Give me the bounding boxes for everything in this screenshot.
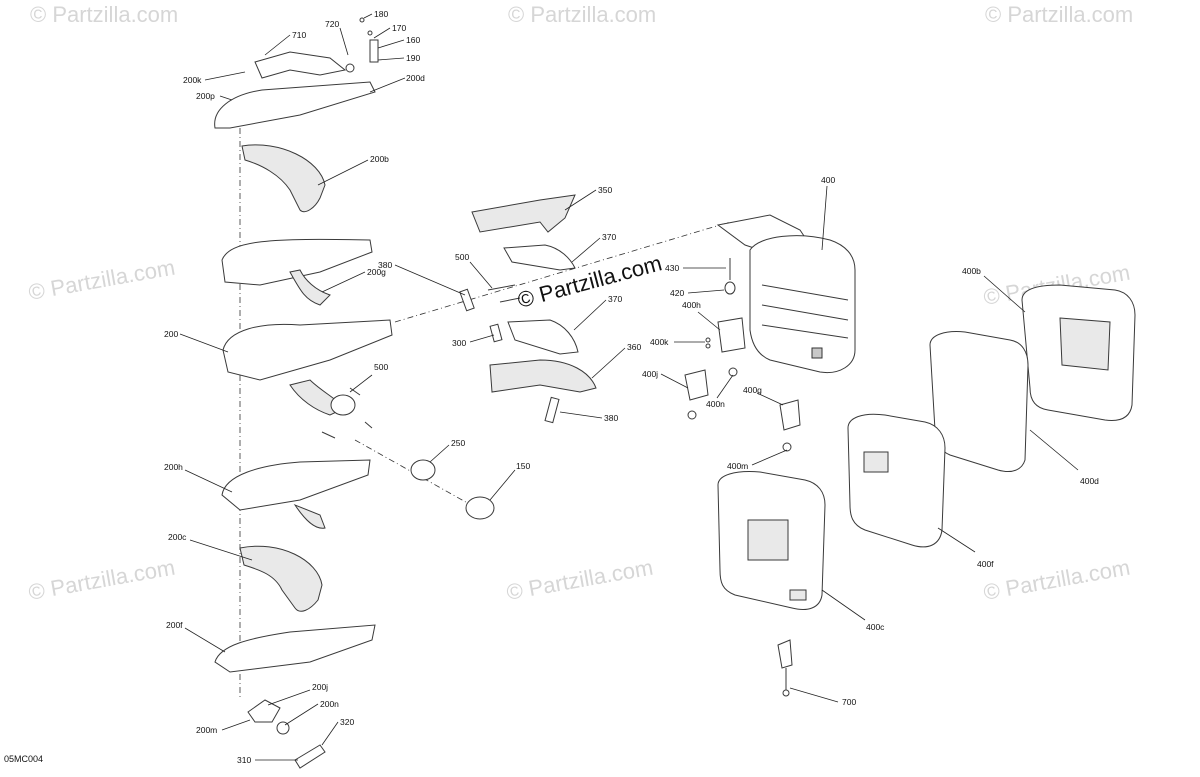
heat-shield-200c: [239, 545, 323, 612]
callout-200c: 200c: [168, 532, 187, 542]
callout-370-mid: 370: [608, 294, 622, 304]
callout-200f: 200f: [166, 620, 183, 630]
callout-200k: 200k: [183, 75, 202, 85]
heat-shield-200g: [221, 238, 373, 306]
bracket-assembly-top: [254, 17, 379, 79]
watermark: © Partzilla.com: [982, 555, 1132, 605]
callout-360: 360: [627, 342, 641, 352]
gasket-150: [465, 496, 495, 520]
callout-710: 710: [292, 30, 306, 40]
callout-320: 320: [340, 717, 354, 727]
callout-200h: 200h: [164, 462, 183, 472]
callout-190: 190: [406, 53, 420, 63]
muffler-200: [222, 319, 393, 439]
callout-200j: 200j: [312, 682, 328, 692]
callout-300: 300: [452, 338, 466, 348]
bracket-400g: [779, 399, 801, 452]
heat-shield-200f: [214, 624, 376, 673]
watermark: © Partzilla.com: [27, 555, 177, 605]
heat-shield-400b: [1021, 284, 1136, 421]
heat-shield-200h: [221, 459, 371, 529]
callouts: 180 720 170 160 190 710 200k 200p 200d 2…: [164, 9, 1099, 765]
callout-500-center: 500: [455, 252, 469, 262]
pipe-370-mid: [507, 319, 579, 355]
callout-200g: 200g: [367, 267, 386, 277]
heat-shield-200d: [214, 81, 376, 129]
callout-420: 420: [670, 288, 684, 298]
callout-200p: 200p: [196, 91, 215, 101]
callout-400b: 400b: [962, 266, 981, 276]
callout-150: 150: [516, 461, 530, 471]
callout-400c: 400c: [866, 622, 885, 632]
watermarks: © Partzilla.com © Partzilla.com © Partzi…: [27, 2, 1134, 605]
callout-170: 170: [392, 23, 406, 33]
callout-400: 400: [821, 175, 835, 185]
silencer-400: [716, 214, 856, 374]
callout-500: 500: [374, 362, 388, 372]
callout-400m: 400m: [727, 461, 748, 471]
grommet-420: [724, 281, 736, 295]
bracket-200j: [247, 699, 326, 769]
watermark: © Partzilla.com: [30, 2, 178, 27]
diagram-code: 05MC004: [4, 754, 43, 764]
clamp-250: [410, 459, 436, 481]
bracket-400j: [684, 369, 709, 420]
callout-370: 370: [602, 232, 616, 242]
callout-400n: 400n: [706, 399, 725, 409]
callout-380-lower: 380: [604, 413, 618, 423]
callout-160: 160: [406, 35, 420, 45]
callout-200d: 200d: [406, 73, 425, 83]
callout-400d: 400d: [1080, 476, 1099, 486]
watermark: © Partzilla.com: [985, 2, 1133, 27]
callout-350: 350: [598, 185, 612, 195]
sensor-700: [777, 639, 793, 697]
leader-lines: [179, 13, 1079, 761]
callout-720: 720: [325, 19, 339, 29]
callout-200b: 200b: [370, 154, 389, 164]
callout-200: 200: [164, 329, 178, 339]
band-380: [459, 288, 475, 312]
callout-400h: 400h: [682, 300, 701, 310]
callout-430: 430: [665, 263, 679, 273]
assembly-axes: [239, 128, 731, 700]
ring-300: [489, 323, 503, 343]
callout-200n: 200n: [320, 699, 339, 709]
callout-180: 180: [374, 9, 388, 19]
callout-400f: 400f: [977, 559, 994, 569]
spring-500: [487, 284, 521, 303]
callout-250: 250: [451, 438, 465, 448]
callout-400j: 400j: [642, 369, 658, 379]
callout-310: 310: [237, 755, 251, 765]
shield-360: [489, 359, 597, 393]
watermark: © Partzilla.com: [505, 555, 655, 605]
heat-shield-200b: [241, 144, 326, 213]
shield-350: [471, 194, 576, 233]
callout-400g: 400g: [743, 385, 762, 395]
heat-shield-400c: [717, 471, 826, 610]
callout-380: 380: [378, 260, 392, 270]
callout-400k: 400k: [650, 337, 669, 347]
watermark: © Partzilla.com: [508, 2, 656, 27]
heat-shield-400f: [847, 413, 946, 548]
callout-200m: 200m: [196, 725, 217, 735]
watermark: © Partzilla.com: [27, 255, 177, 305]
callout-700: 700: [842, 697, 856, 707]
pipe-370-top: [503, 244, 576, 271]
bracket-400h: [705, 317, 746, 377]
band-380-lower: [544, 396, 560, 424]
